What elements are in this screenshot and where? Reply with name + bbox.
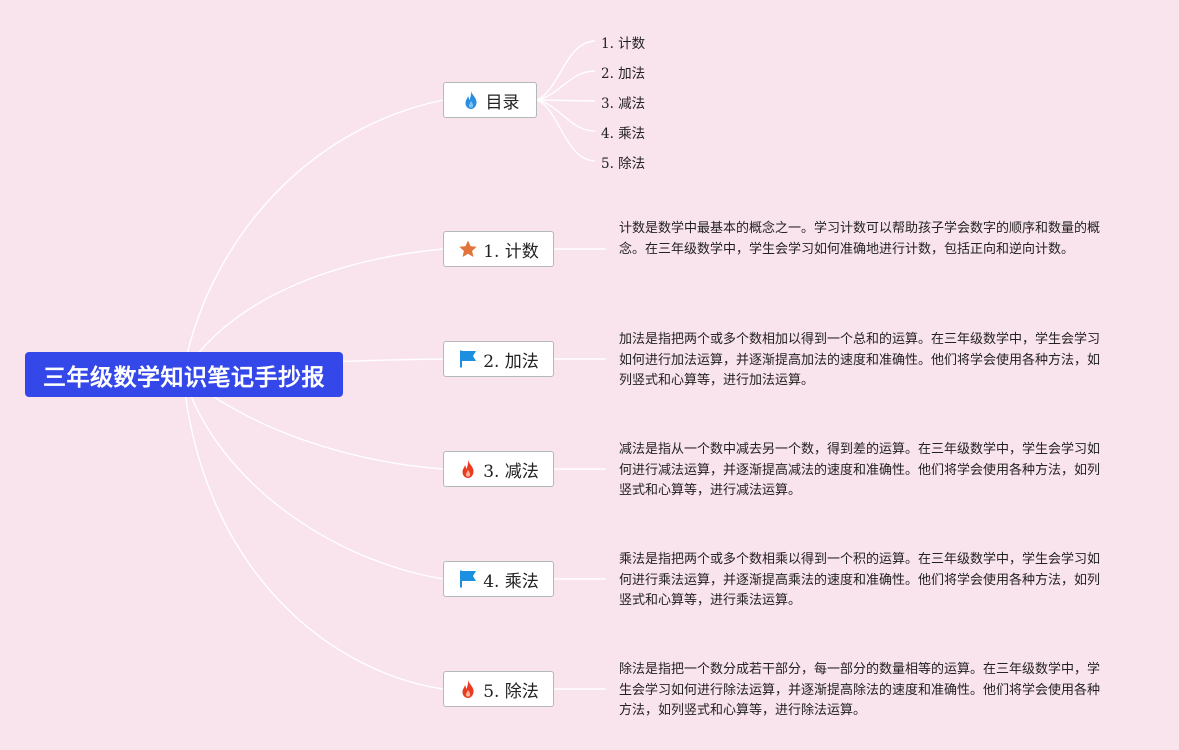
- node-topic-1[interactable]: 1. 计数: [443, 231, 554, 267]
- toc-item-4[interactable]: 4. 乘法: [601, 126, 646, 142]
- node-topic-4[interactable]: 4. 乘法: [443, 561, 554, 597]
- toc-item-1[interactable]: 1. 计数: [601, 36, 646, 52]
- topic-5-description: 除法是指把一个数分成若干部分，每一部分的数量相等的运算。在三年级数学中，学生会学…: [619, 662, 1101, 718]
- connector-root-topic-1: [182, 248, 444, 375]
- topic-4-description: 乘法是指把两个或多个数相乘以得到一个积的运算。在三年级数学中，学生会学习如何进行…: [619, 552, 1101, 608]
- node-toc-label: 目录: [485, 92, 520, 113]
- node-topic-3[interactable]: 3. 减法: [443, 451, 554, 487]
- connector-toc-item-1: [536, 40, 596, 101]
- flame-red-icon: [458, 459, 478, 479]
- node-topic-2[interactable]: 2. 加法: [443, 341, 554, 377]
- connector-toc-item-3: [536, 99, 596, 102]
- node-topic-1-label: 1. 计数: [483, 241, 539, 262]
- flag-icon: [458, 349, 478, 369]
- connector-toc-item-2: [536, 70, 596, 101]
- connector-toc-item-5: [536, 99, 596, 162]
- topic-3-description: 减法是指从一个数中减去另一个数，得到差的运算。在三年级数学中，学生会学习如何进行…: [619, 442, 1101, 498]
- star-icon: [458, 239, 478, 259]
- node-topic-5[interactable]: 5. 除法: [443, 671, 554, 707]
- node-topic-2-label: 2. 加法: [483, 351, 539, 372]
- flame-red-icon: [458, 679, 478, 699]
- node-topic-5-label: 5. 除法: [483, 681, 539, 702]
- root-topic[interactable]: 三年级数学知识笔记手抄报: [25, 352, 343, 397]
- connector-root-topic-4: [182, 373, 444, 580]
- flag-icon: [458, 569, 478, 589]
- toc-item-5[interactable]: 5. 除法: [601, 156, 646, 172]
- topic-2-description: 加法是指把两个或多个数相加以得到一个总和的运算。在三年级数学中，学生会学习如何进…: [619, 332, 1101, 388]
- toc-item-3[interactable]: 3. 减法: [601, 96, 646, 112]
- node-topic-4-label: 4. 乘法: [483, 571, 539, 592]
- node-toc[interactable]: 目录: [443, 82, 537, 118]
- connector-root-topic-5: [182, 373, 444, 690]
- connector-root-toc: [182, 99, 444, 375]
- topic-1-description: 计数是数学中最基本的概念之一。学习计数可以帮助孩子学会数字的顺序和数量的概念。在…: [619, 221, 1101, 257]
- toc-item-2[interactable]: 2. 加法: [601, 66, 646, 82]
- root-title: 三年级数学知识笔记手抄报: [43, 364, 325, 391]
- flame-blue-icon: [461, 90, 481, 110]
- node-topic-3-label: 3. 减法: [483, 461, 539, 482]
- connector-toc-item-4: [536, 99, 596, 132]
